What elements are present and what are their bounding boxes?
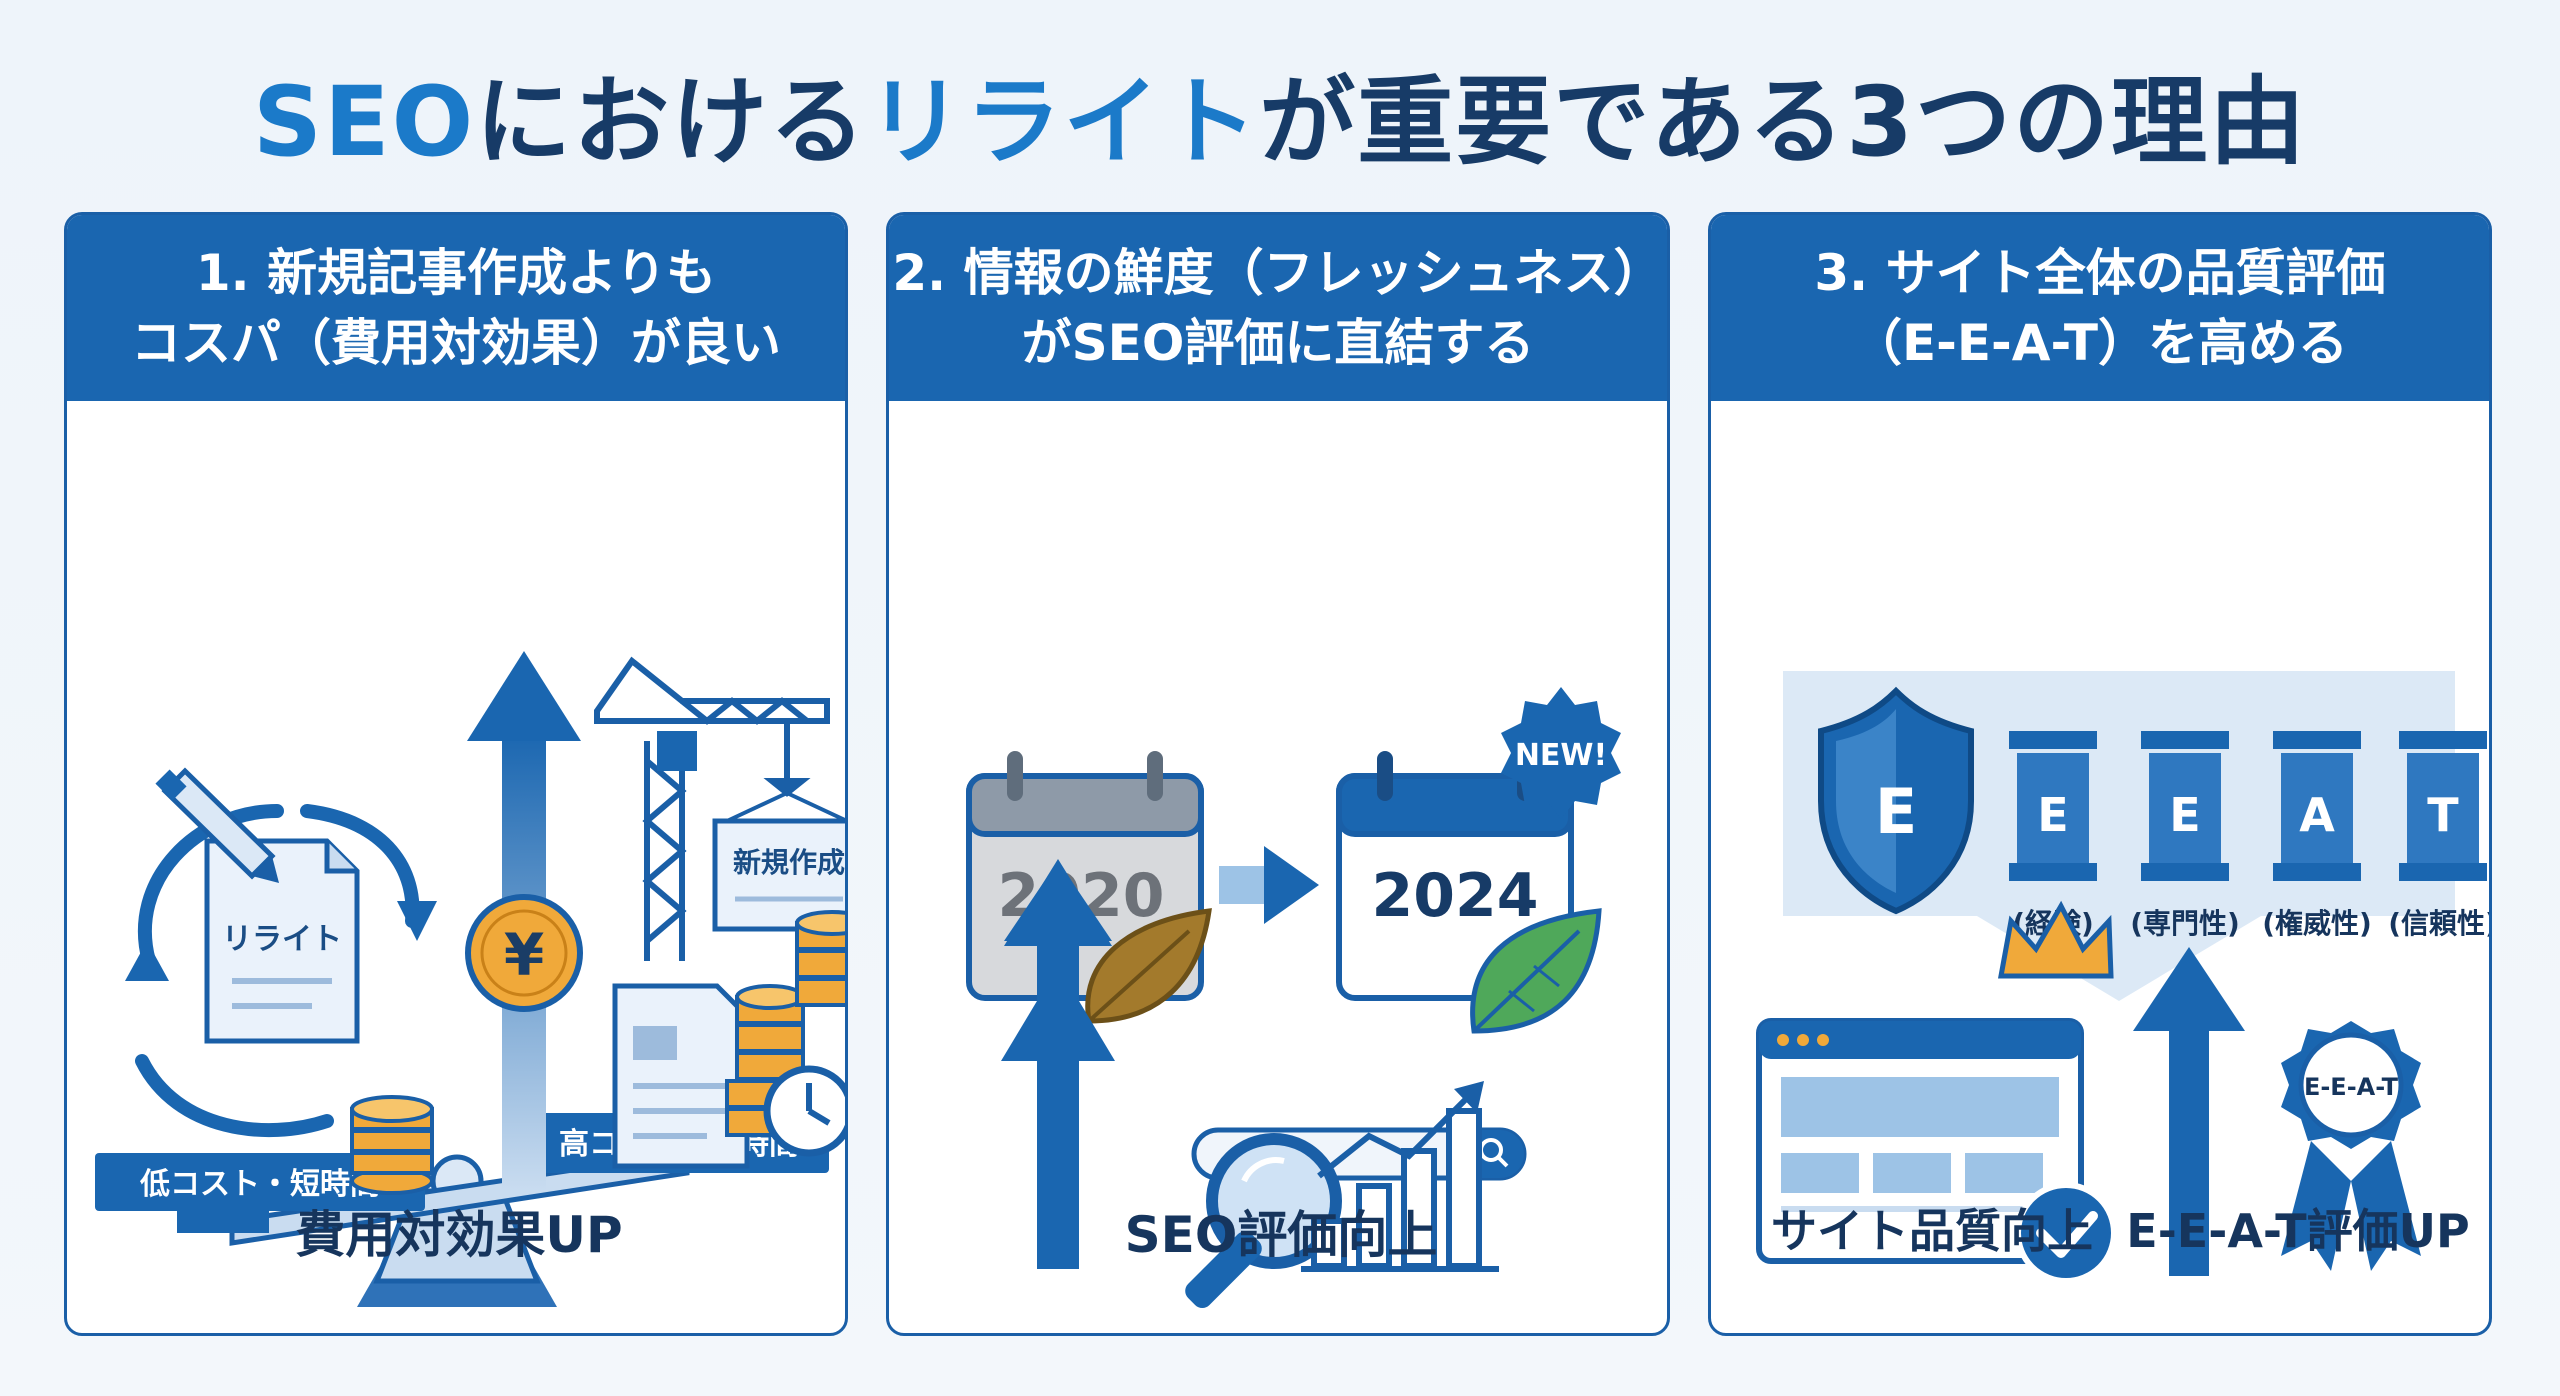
card1-header: 1. 新規記事作成よりも コスパ（費用対効果）が良い bbox=[67, 215, 845, 401]
card3-illustration: E E (経験) E (専門性) A (権威 bbox=[1711, 401, 2492, 1333]
seo-rank-up-arrow-icon bbox=[1001, 966, 1115, 1269]
pillar-letter-2: E bbox=[2169, 788, 2200, 842]
magnifier-icon bbox=[1185, 1133, 1342, 1308]
title-niokeru: における bbox=[475, 66, 868, 178]
title-seo: SEO bbox=[252, 66, 476, 178]
new-year: 2024 bbox=[1372, 861, 1539, 931]
shield-icon: E bbox=[1818, 686, 1974, 915]
card3-heading-line2: （E-E-A-T）を高める bbox=[1851, 314, 2349, 372]
search-button-icon bbox=[1476, 1130, 1524, 1178]
pillar-t-icon: T (信頼性) bbox=[2388, 731, 2492, 940]
article-document-icon bbox=[612, 983, 750, 1169]
card1-heading-line1: 1. 新規記事作成よりも bbox=[195, 244, 717, 302]
card3-header: 3. サイト全体の品質評価 （E-E-A-T）を高める bbox=[1711, 215, 2489, 401]
page-title: SEOにおけるリライトが重要である3つの理由 bbox=[0, 44, 2560, 183]
rewrite-label: リライト bbox=[222, 922, 342, 957]
new-badge-icon: NEW! bbox=[1501, 687, 1621, 819]
ribbon-label: E-E-A-T bbox=[2304, 1073, 2399, 1101]
rewrite-document-icon: リライト bbox=[204, 838, 360, 1044]
pillar-a-icon: A (権威性) bbox=[2262, 731, 2372, 940]
low-cost-label: 低コスト・短時間 bbox=[139, 1167, 380, 1202]
card2-caption: SEO評価向上 bbox=[1124, 1206, 1438, 1264]
card2-header: 2. 情報の鮮度（フレッシュネス） がSEO評価に直結する bbox=[889, 215, 1667, 401]
browser-window-icon bbox=[1756, 1018, 2084, 1264]
dry-leaf-icon bbox=[1085, 908, 1212, 1024]
card2-illustration: 2020 2024 NEW! bbox=[889, 401, 1667, 1333]
card1-heading-line2: コスパ（費用対効果）が良い bbox=[131, 314, 781, 372]
small-coin-stack-icon bbox=[350, 1095, 434, 1195]
quality-up-arrow-icon bbox=[2133, 947, 2245, 1276]
card-freshness: 2. 情報の鮮度（フレッシュネス） がSEO評価に直結する 2020 bbox=[886, 212, 1670, 1336]
fresh-leaf-icon bbox=[1470, 908, 1602, 1034]
card3-heading-line1: 3. サイト全体の品質評価 bbox=[1814, 244, 2386, 302]
pen-icon bbox=[155, 767, 279, 883]
eeat-award-ribbon-icon: E-E-A-T bbox=[2281, 1021, 2421, 1271]
new-article-label: 新規作成 bbox=[733, 846, 845, 879]
card1-caption: 費用対効果UP bbox=[295, 1206, 623, 1264]
crane-cab-icon bbox=[657, 731, 697, 771]
new-article-sign: 新規作成 bbox=[712, 791, 845, 932]
crane-icon bbox=[594, 656, 830, 961]
pillar-e1-icon: E (経験) bbox=[2009, 731, 2097, 940]
new-badge-label: NEW! bbox=[1515, 738, 1607, 773]
pillar-label-3: (権威性) bbox=[2262, 907, 2372, 940]
crown-icon bbox=[1998, 900, 2114, 979]
title-rest: が重要である3つの理由 bbox=[1259, 66, 2308, 178]
pillar-e2-icon: E (専門性) bbox=[2130, 731, 2240, 940]
pillar-label-4: (信頼性) bbox=[2388, 907, 2492, 940]
title-rewrite: リライト bbox=[867, 66, 1260, 178]
checkmark-badge-icon bbox=[2015, 1182, 2117, 1284]
pillar-letter-3: A bbox=[2299, 788, 2335, 842]
shield-letter: E bbox=[1875, 775, 1917, 848]
card-eeat: 3. サイト全体の品質評価 （E-E-A-T）を高める E E (経験) bbox=[1708, 212, 2492, 1336]
pillar-letter-4: T bbox=[2427, 788, 2459, 842]
forward-arrow-icon bbox=[1219, 846, 1319, 924]
pillar-label-2: (専門性) bbox=[2130, 907, 2240, 940]
card1-illustration: 低コスト・短時間 高コスト・長時間 リライト bbox=[67, 401, 845, 1333]
yen-coin-icon: ¥ bbox=[465, 894, 583, 1012]
low-cost-platform: 低コスト・短時間 bbox=[95, 1153, 425, 1211]
card-cost-performance: 1. 新規記事作成よりも コスパ（費用対効果）が良い 低コスト・短時間 bbox=[64, 212, 848, 1336]
yen-symbol: ¥ bbox=[504, 921, 544, 989]
clock-icon bbox=[763, 1065, 845, 1157]
growth-bar-chart-icon bbox=[1301, 1081, 1499, 1272]
card2-heading-line1: 2. 情報の鮮度（フレッシュネス） bbox=[892, 244, 1664, 302]
pillar-letter-1: E bbox=[2037, 788, 2068, 842]
card3-caption-left: サイト品質向上 bbox=[1771, 1204, 2093, 1258]
card2-heading-line2: がSEO評価に直結する bbox=[1021, 314, 1535, 372]
card3-caption-right: E-E-A-T評価UP bbox=[2126, 1204, 2470, 1258]
